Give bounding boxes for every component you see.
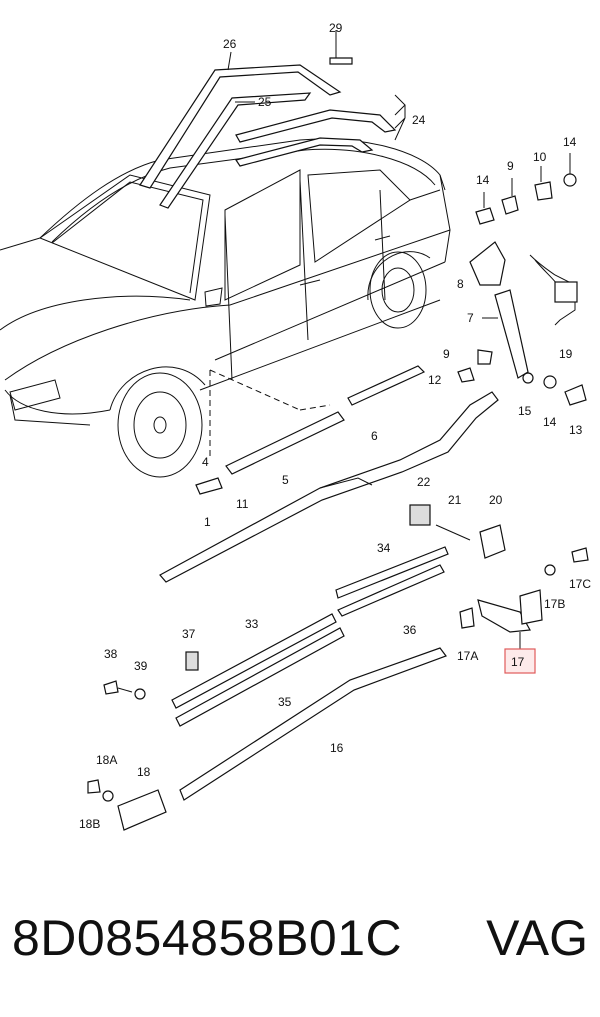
part-number: 8D0854858B01C <box>12 910 403 966</box>
roof-moldings <box>139 30 397 209</box>
brand-label: VAG <box>486 910 588 966</box>
callout-36: 36 <box>403 623 417 637</box>
pillar-hardware <box>457 153 587 406</box>
callout-35: 35 <box>278 695 292 709</box>
callout-18b: 18B <box>79 817 100 831</box>
callout-37: 37 <box>182 627 196 641</box>
callout-7: 7 <box>467 311 474 325</box>
callout-14c: 14 <box>543 415 557 429</box>
callout-14a: 14 <box>476 173 490 187</box>
callout-19: 19 <box>559 347 573 361</box>
callout-11: 11 <box>236 497 249 511</box>
callout-9a: 9 <box>507 159 514 173</box>
callout-12: 12 <box>428 373 442 387</box>
callout-26: 26 <box>223 37 237 51</box>
callout-21: 21 <box>448 493 462 507</box>
sill-trims <box>159 365 506 583</box>
car-illustration <box>0 138 451 478</box>
callout-29: 29 <box>329 21 343 35</box>
callout-20: 20 <box>489 493 503 507</box>
callout-17b: 17B <box>544 597 565 611</box>
callout-9b: 9 <box>443 347 450 361</box>
rocker-panels <box>87 546 589 831</box>
callout-34: 34 <box>377 541 391 555</box>
callout-8: 8 <box>457 277 464 291</box>
callout-14b: 14 <box>563 135 577 149</box>
callout-38: 38 <box>104 647 118 661</box>
callout-17a: 17A <box>457 649 478 663</box>
callout-17: 17 <box>511 655 525 669</box>
callout-6: 6 <box>371 429 378 443</box>
callout-18: 18 <box>137 765 151 779</box>
callout-17c: 17C <box>569 577 591 591</box>
callout-labels: 26 29 25 24 14 9 10 14 8 7 19 9 12 15 14… <box>79 21 591 831</box>
callout-22: 22 <box>417 475 431 489</box>
callout-10: 10 <box>533 150 547 164</box>
part-footer: 8D0854858B01C VAG <box>0 905 600 975</box>
callout-39: 39 <box>134 659 148 673</box>
callout-4: 4 <box>202 455 209 469</box>
highlighted-callout-17[interactable]: 17 <box>504 648 536 674</box>
callout-33: 33 <box>245 617 259 631</box>
callout-15: 15 <box>518 404 532 418</box>
highlight-box <box>504 648 536 674</box>
callout-25: 25 <box>258 95 272 109</box>
callout-5: 5 <box>282 473 289 487</box>
parts-diagram: 26 29 25 24 14 9 10 14 8 7 19 9 12 15 14… <box>0 21 591 831</box>
callout-16: 16 <box>330 741 344 755</box>
leader-lines <box>209 51 406 460</box>
callout-1: 1 <box>204 515 211 529</box>
callout-18a: 18A <box>96 753 117 767</box>
callout-24: 24 <box>412 113 426 127</box>
callout-13: 13 <box>569 423 583 437</box>
